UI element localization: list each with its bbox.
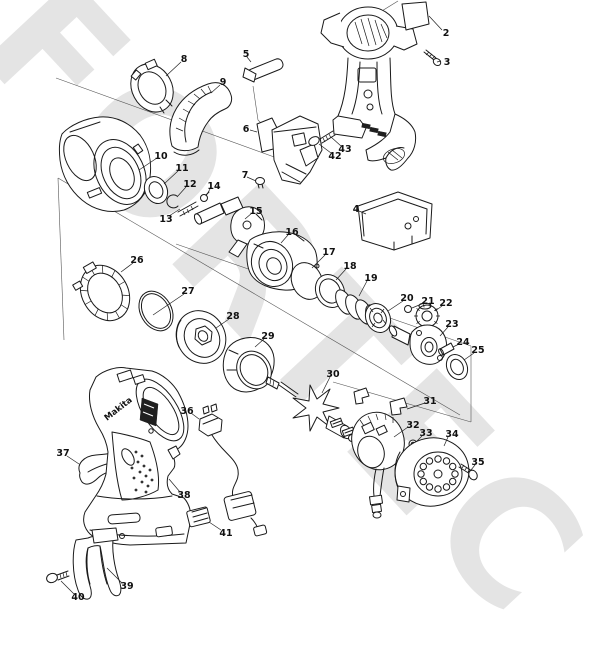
label-38: 38 — [177, 490, 191, 501]
part-24-pin — [438, 342, 455, 356]
label-17: 17 — [322, 247, 335, 258]
label-3: 3 — [444, 57, 451, 68]
part-3-screw — [423, 49, 442, 67]
label-16: 16 — [285, 227, 299, 238]
label-32: 32 — [406, 420, 419, 431]
part-housing-half-right — [320, 6, 418, 171]
label-43: 43 — [338, 144, 351, 155]
label-30: 30 — [326, 369, 340, 380]
part-5-lever — [242, 58, 284, 132]
label-36: 36 — [180, 406, 194, 417]
part-42-cap — [308, 136, 320, 146]
label-10: 10 — [154, 151, 168, 162]
label-2: 2 — [443, 28, 450, 39]
part-38-housing-left: Makita — [83, 367, 192, 546]
part-36-led-wire — [198, 403, 268, 537]
label-4: 4 — [353, 204, 360, 215]
part-31-brush-holders — [353, 387, 408, 416]
label-18: 18 — [343, 261, 357, 272]
part-23-spindle — [388, 324, 447, 365]
part-27-o-ring — [138, 290, 174, 332]
label-8: 8 — [181, 54, 188, 65]
label-24: 24 — [456, 337, 470, 348]
label-25: 25 — [471, 345, 484, 356]
part-20-bearing — [364, 302, 392, 334]
leader-lines — [60, 15, 476, 595]
label-9: 9 — [220, 77, 227, 88]
part-4-tray — [357, 191, 433, 251]
label-7: 7 — [242, 170, 249, 181]
label-19: 19 — [364, 273, 377, 284]
label-34: 34 — [445, 429, 459, 440]
label-27: 27 — [181, 286, 194, 297]
part-12-c-ring — [166, 194, 179, 209]
part-35-screw — [458, 463, 478, 481]
label-28: 28 — [226, 311, 240, 322]
part-30-armature — [265, 376, 356, 442]
label-26: 26 — [130, 255, 144, 266]
label-41: 41 — [219, 528, 232, 539]
label-12: 12 — [183, 179, 196, 190]
part-15-anvil — [193, 196, 265, 258]
diagram-canvas: Makita — [46, 0, 485, 600]
part-28-cam — [175, 310, 227, 364]
part-34-stator — [394, 437, 470, 507]
label-40: 40 — [71, 592, 85, 600]
part-brush-springs — [329, 417, 356, 438]
label-29: 29 — [261, 331, 274, 342]
part-29-ring-gear — [222, 337, 275, 393]
part-7-button — [255, 177, 265, 189]
label-6: 6 — [243, 124, 250, 135]
label-31: 31 — [423, 396, 436, 407]
label-11: 11 — [175, 163, 188, 174]
label-5: 5 — [243, 49, 250, 60]
part-26-retainer-ring — [72, 261, 131, 322]
part-17-plate-ring — [290, 262, 324, 300]
part-21-ball — [404, 305, 412, 313]
label-13: 13 — [159, 214, 172, 225]
part-11-washer — [143, 175, 169, 205]
grip-texture-dots — [130, 450, 154, 494]
part-10-front-housing — [58, 116, 152, 213]
label-20: 20 — [400, 293, 414, 304]
label-21: 21 — [421, 296, 434, 307]
label-15: 15 — [249, 206, 262, 217]
part-41-connector — [186, 506, 211, 528]
part-2-name-plate — [401, 1, 430, 31]
label-14: 14 — [207, 181, 221, 192]
label-33: 33 — [419, 428, 432, 439]
part-13-pin — [177, 201, 199, 217]
part-40-screw — [46, 570, 70, 584]
label-22: 22 — [439, 298, 452, 309]
label-42: 42 — [328, 151, 341, 162]
part-43-spring-pin — [319, 130, 336, 144]
part-6-switch — [256, 115, 323, 185]
label-23: 23 — [445, 319, 458, 330]
part-9-bumper — [169, 82, 233, 156]
part-number-labels: 2 3 4 5 6 7 8 9 10 11 12 13 14 15 16 17 … — [56, 28, 484, 600]
label-35: 35 — [471, 457, 484, 468]
label-37: 37 — [56, 448, 69, 459]
part-8-ring — [130, 58, 174, 114]
part-25-ring — [445, 353, 469, 381]
part-39-belt-hook — [72, 527, 122, 600]
part-32-controller — [351, 411, 405, 519]
label-39: 39 — [120, 581, 133, 592]
